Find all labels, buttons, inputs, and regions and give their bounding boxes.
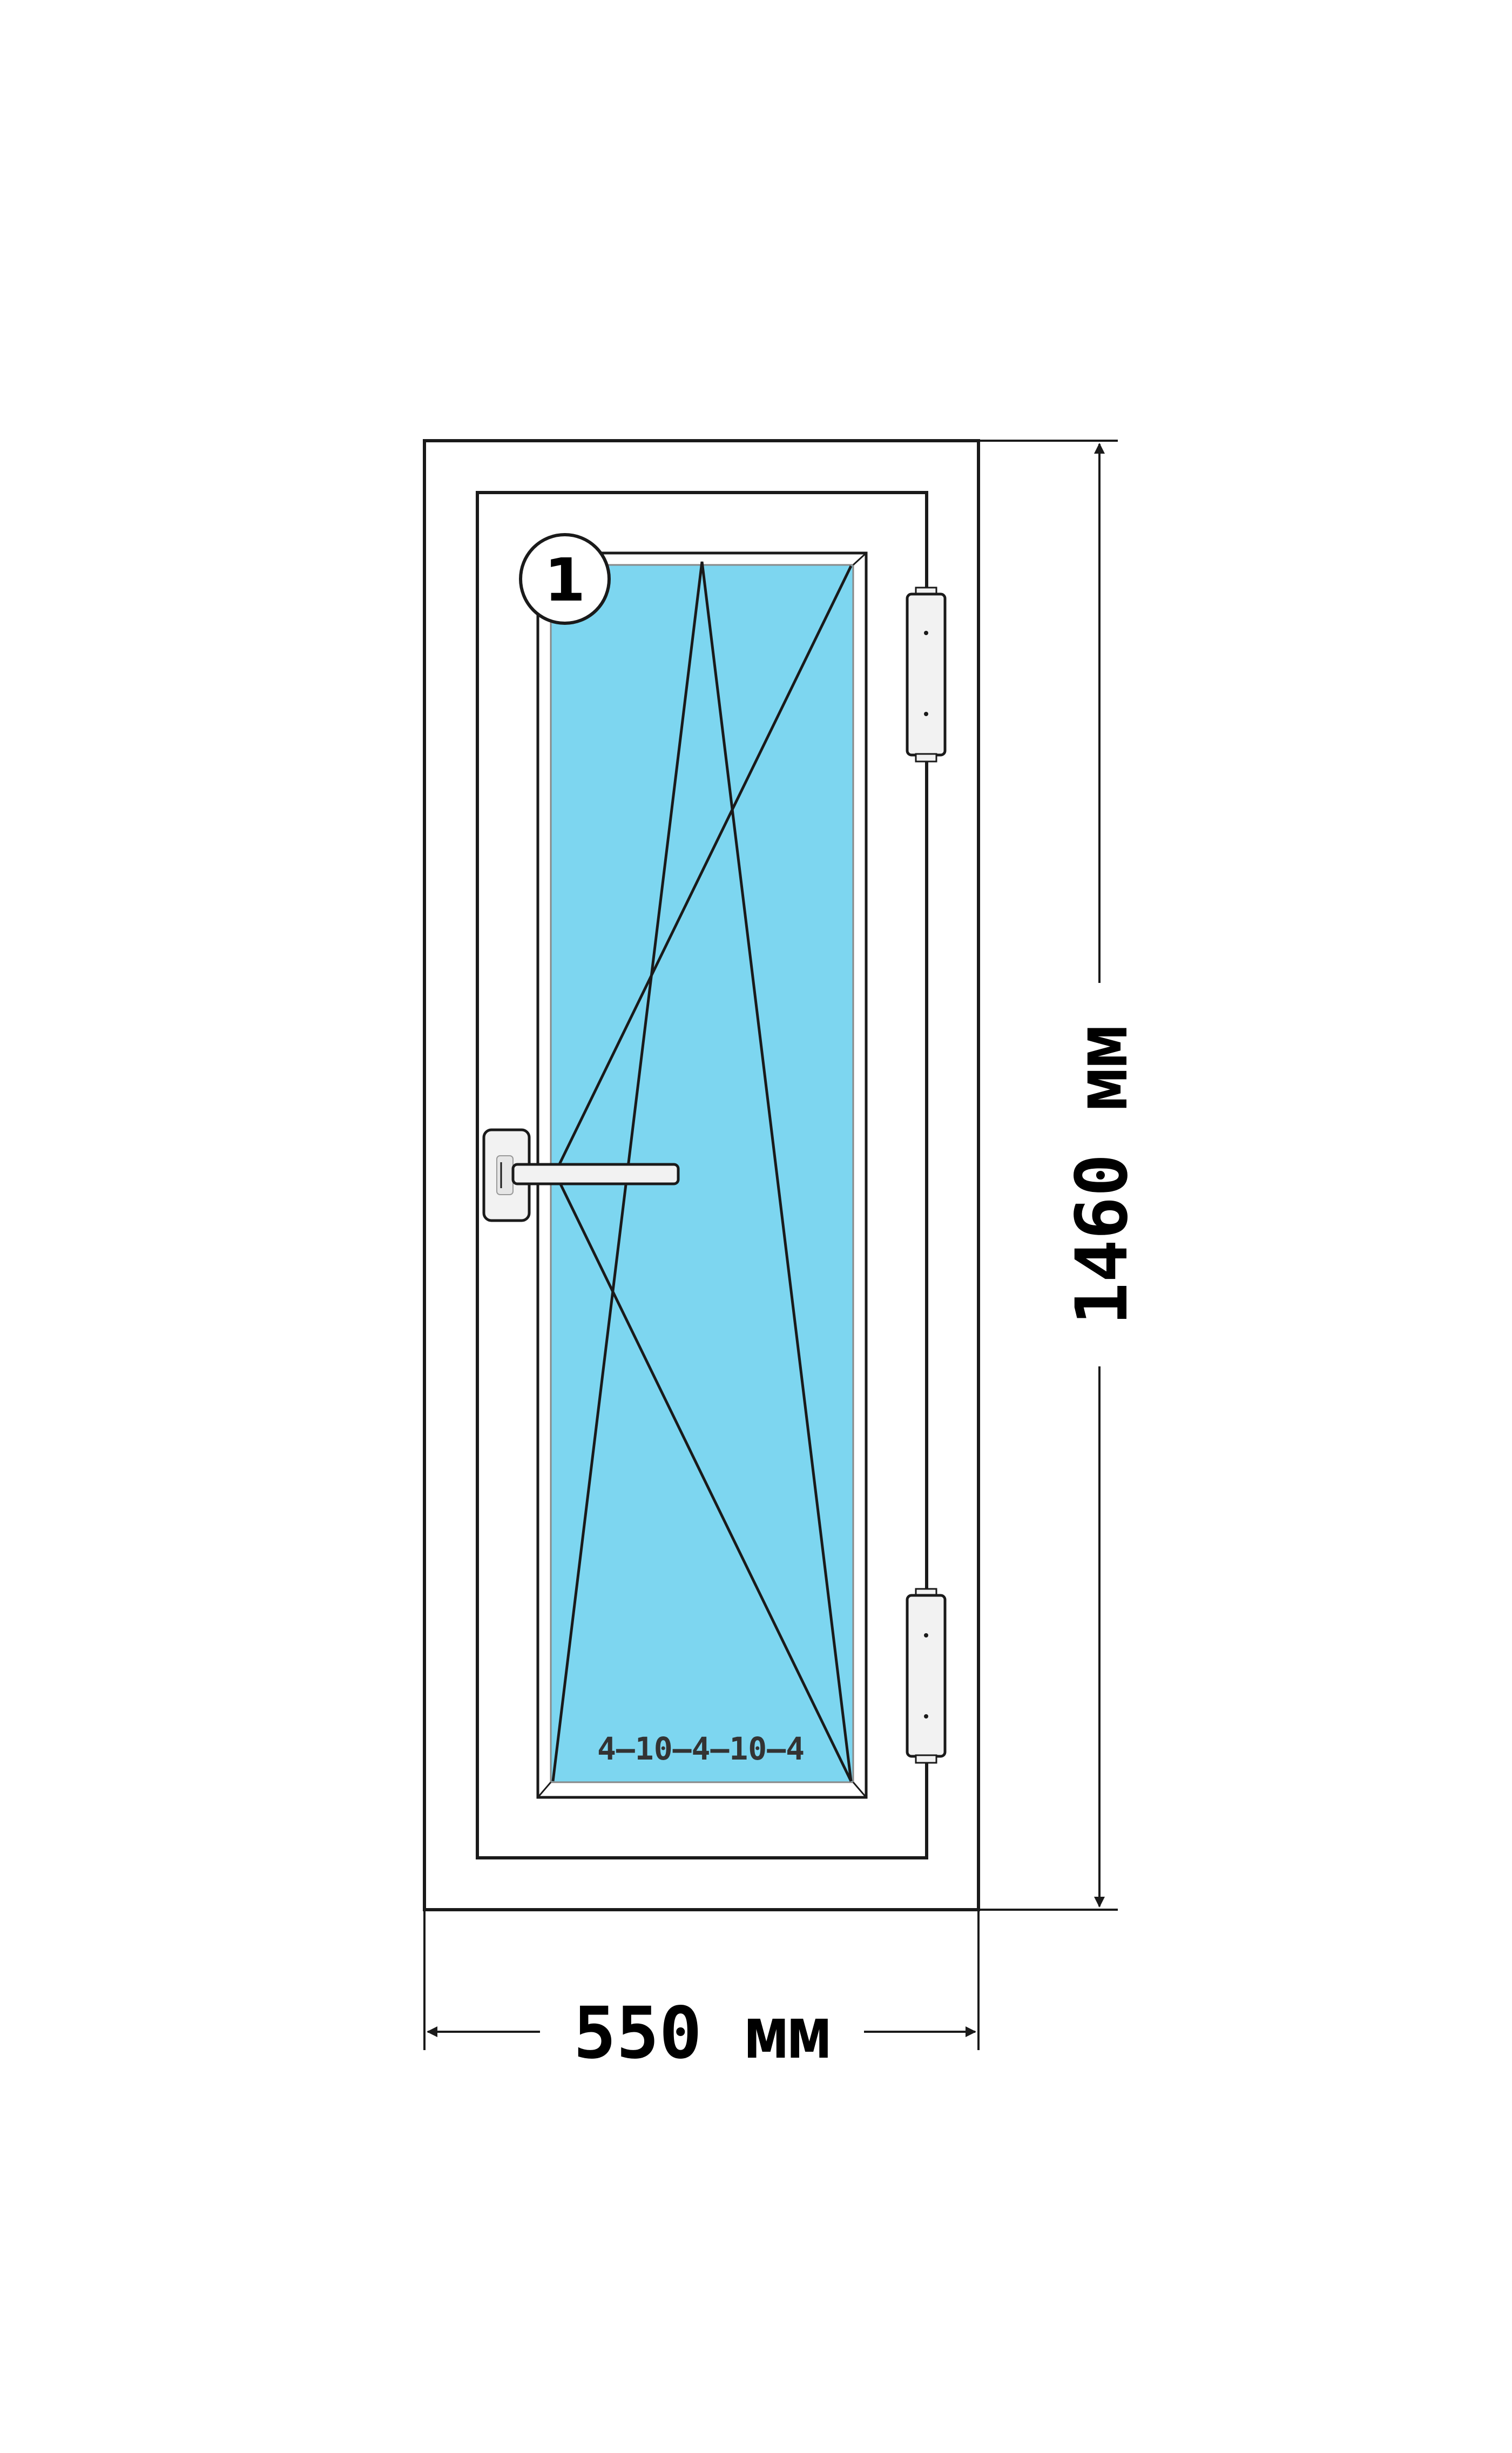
sash-number: 1: [544, 545, 586, 615]
glass-spec-label: 4–10–4–10–4: [597, 1730, 805, 1767]
sash-frame: [476, 491, 928, 1859]
height-label: 1460 мм: [1061, 1025, 1144, 1325]
window-handle-icon: [482, 1128, 680, 1222]
hinge-icon: [906, 587, 947, 763]
tilt-indicator: [551, 561, 853, 1782]
width-dimension: 550 мм: [423, 1910, 980, 2075]
hinge-icon: [906, 1588, 947, 1764]
height-dimension: 1460 мм: [978, 440, 1144, 1911]
outer-frame: [423, 439, 980, 1911]
sash-number-badge: 1: [519, 533, 611, 625]
width-label: 550 мм: [573, 1992, 831, 2075]
